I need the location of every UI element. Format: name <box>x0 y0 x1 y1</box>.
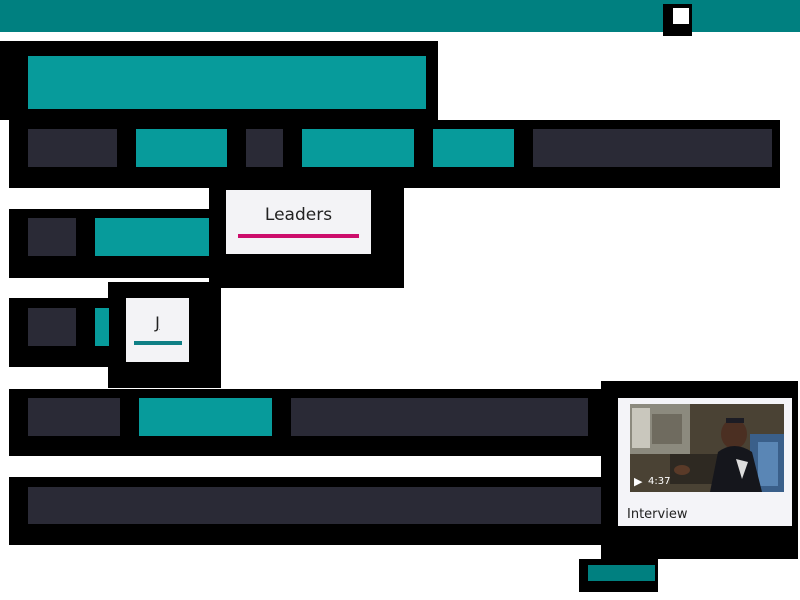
row5-block-3[interactable] <box>291 398 588 436</box>
j-label: J <box>155 313 160 332</box>
row5-block-1[interactable] <box>28 398 120 436</box>
leaders-underline <box>238 233 359 238</box>
play-icon[interactable]: ▶ <box>634 475 643 488</box>
square-icon <box>673 8 689 24</box>
bottom-button[interactable] <box>588 565 655 581</box>
row5-block-2[interactable] <box>139 398 272 436</box>
page-title-block <box>28 56 426 109</box>
row3-block-2[interactable] <box>95 218 209 256</box>
video-duration: 4:37 <box>648 476 671 487</box>
leaders-tooltip[interactable]: Leaders <box>226 190 371 254</box>
row4-block-2[interactable] <box>95 308 109 346</box>
row4-block-1[interactable] <box>28 308 76 346</box>
nav-block-6[interactable] <box>533 129 772 167</box>
row3-block-1[interactable] <box>28 218 76 256</box>
row6-block-1[interactable] <box>28 487 602 524</box>
j-tooltip[interactable]: J <box>126 298 189 362</box>
nav-block-1[interactable] <box>28 129 117 167</box>
video-thumbnail-image <box>630 404 784 492</box>
nav-block-3[interactable] <box>246 129 283 167</box>
video-thumbnail[interactable] <box>630 404 784 492</box>
video-title[interactable]: Interview <box>627 507 688 522</box>
nav-block-2[interactable] <box>136 129 227 167</box>
nav-block-5[interactable] <box>433 129 514 167</box>
nav-block-4[interactable] <box>302 129 414 167</box>
leaders-label: Leaders <box>264 204 333 225</box>
j-underline <box>133 341 182 345</box>
